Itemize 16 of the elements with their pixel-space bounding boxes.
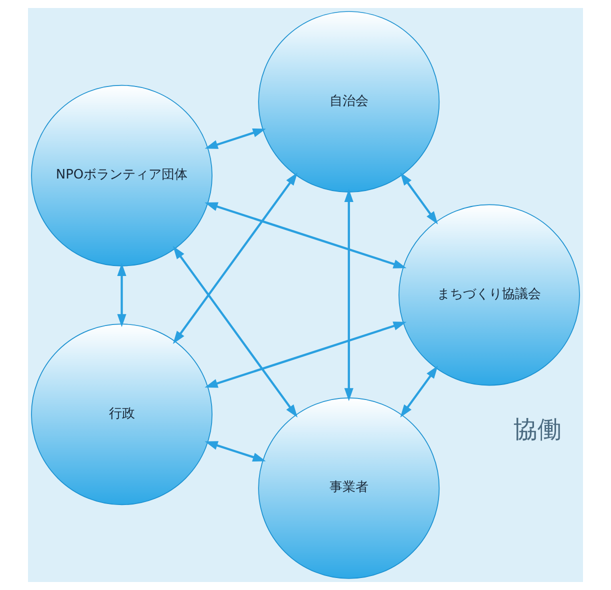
- node-circle: 自治会: [258, 11, 440, 193]
- node-circle: まちづくり協議会: [398, 204, 580, 386]
- arrow: [204, 322, 406, 388]
- node-circle: NPOボランティア団体: [31, 84, 212, 266]
- arrow: [400, 172, 438, 224]
- arrow: [204, 441, 266, 462]
- node-circle: 事業者: [258, 397, 440, 579]
- arrow: [172, 246, 298, 418]
- arrow: [344, 189, 354, 402]
- arrow: [400, 366, 438, 418]
- arrow: [117, 262, 126, 328]
- arrow: [172, 172, 298, 344]
- arrow: [204, 202, 406, 268]
- arrow: [204, 128, 266, 149]
- node-circle: 行政: [31, 324, 212, 506]
- label: 協働: [514, 415, 562, 444]
